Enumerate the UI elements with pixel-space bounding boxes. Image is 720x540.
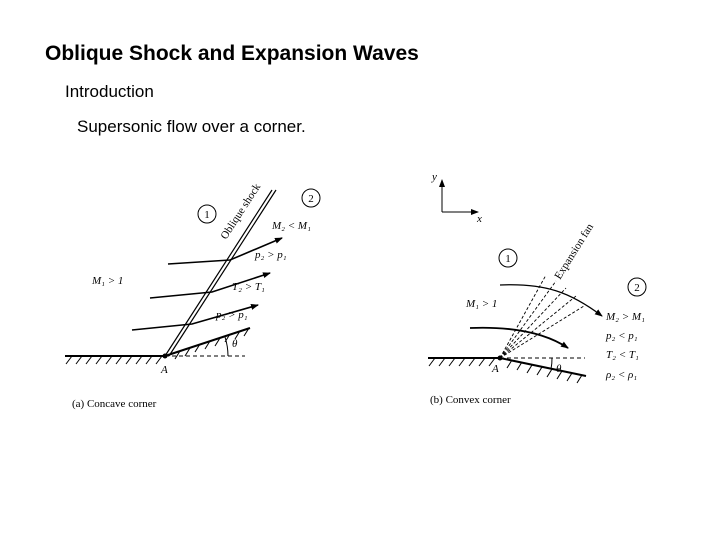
convex-m2-gt-m1-label: M₂ > M₁ [605,311,645,323]
concave-region-1-number: 1 [204,209,210,221]
convex-region-2-number: 2 [634,282,640,294]
convex-region-2-circle [627,277,647,297]
concave-caption: (a) Concave corner [72,398,157,410]
convex-streamlines [469,284,603,349]
concave-corner-label: A [160,364,168,376]
concave-region-1-circle [197,204,217,224]
slide-title: Oblique Shock and Expansion Waves [45,42,419,65]
concave-theta-label: θ [232,338,238,350]
concave-m1-gt-1-label: M₁ > 1 [91,275,123,287]
concave-p2-gt-p1-lower-label: p₂ > p₁ [215,309,248,321]
concave-m2-lt-m1-label: M₂ < M₁ [271,220,311,232]
concave-region-2-circle [301,188,321,208]
convex-wall-hatching [428,357,583,384]
figure-concave-corner: 1 2 Oblique shock M₂ < M₁ p₂ > p₁ M₁ > 1… [65,181,321,410]
convex-corner-label: A [491,363,499,375]
concave-p2-gt-p1-upper-label: p₂ > p₁ [254,249,287,261]
axis-x-label: x [476,213,482,225]
convex-t2-lt-t1-label: T₂ < T₁ [606,349,639,361]
concave-streamlines [131,237,283,331]
convex-region-1-number: 1 [505,253,511,265]
convex-caption: (b) Convex corner [430,394,511,406]
convex-p2-lt-p1-label: p₂ < p₁ [605,330,638,342]
slide-body-text: Supersonic flow over a corner. [77,117,306,136]
concave-region-2-number: 2 [308,193,314,205]
expansion-fan-label: Expansion fan [552,221,596,281]
convex-theta-arc [550,357,553,370]
concave-wall-hatching [65,327,250,365]
convex-m1-gt-1-label: M₁ > 1 [465,298,497,310]
convex-theta-label: θ [556,363,562,375]
concave-theta-arc [224,336,229,357]
convex-wall-ramp [499,357,587,377]
figure-convex-corner: y x [428,171,647,406]
oblique-shock-label: Oblique shock [218,181,263,242]
axis-y-label: y [431,171,437,183]
oblique-shock-line-2 [168,189,277,357]
slide-subtitle: Introduction [65,82,154,101]
convex-rho2-lt-rho1-label: ρ₂ < ρ₁ [605,369,637,381]
expansion-fan-lines [499,274,585,359]
concave-t2-gt-t1-label: T₂ > T₁ [232,281,265,293]
convex-region-1-circle [498,248,518,268]
concave-wall-ramp [164,327,251,357]
oblique-shock-line [164,189,273,357]
